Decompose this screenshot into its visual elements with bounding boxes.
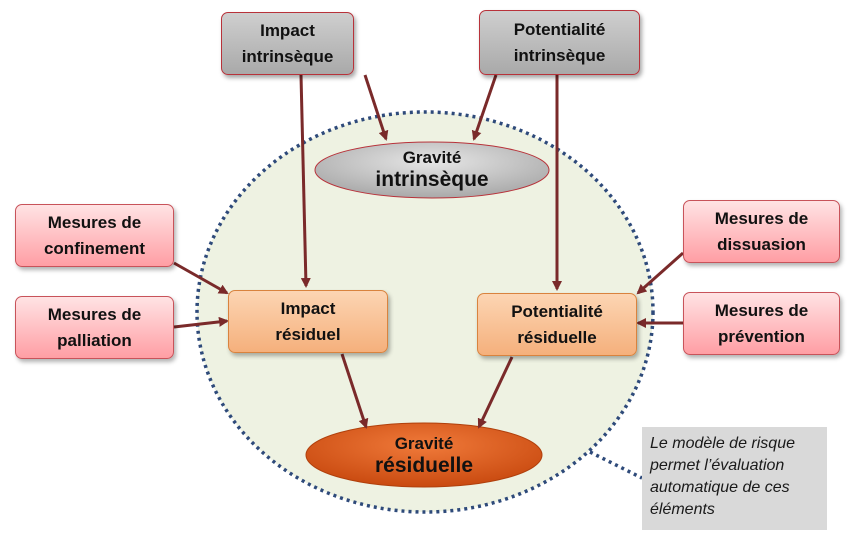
gravite-residuelle-ellipse bbox=[305, 422, 543, 488]
arrow-potentialite-residuelle-to-gravite-residuelle bbox=[477, 356, 514, 429]
impact-residuel-box: Impact résiduel bbox=[228, 290, 388, 353]
arrow-dissuasion-to-potentialite-residuelle bbox=[636, 251, 684, 295]
mesures-prevention-label: Mesures de prévention bbox=[714, 300, 809, 346]
gravite-residuelle-line2: résiduelle bbox=[374, 454, 474, 477]
potentialite-residuelle-label: Potentialité résiduelle bbox=[511, 301, 603, 347]
arrow-impact-to-impact-residuel bbox=[299, 74, 311, 288]
impact-intrinseque-label: Impact intrinsèque bbox=[241, 20, 334, 66]
arrow-confinement-to-impact-residuel bbox=[173, 261, 229, 295]
impact-intrinseque-box: Impact intrinsèque bbox=[221, 12, 354, 75]
arrow-potentialite-to-gravite-intrinseque bbox=[471, 74, 498, 141]
mesures-confinement-box: Mesures de confinement bbox=[15, 204, 174, 267]
gravite-residuelle-label: Gravité résiduelle bbox=[306, 425, 542, 487]
gravite-intrinseque-line1: Gravité bbox=[402, 148, 462, 167]
arrow-impact-residuel-to-gravite-residuelle bbox=[340, 353, 369, 429]
arrow-palliation-to-impact-residuel bbox=[173, 316, 229, 329]
gravite-intrinseque-ellipse bbox=[314, 141, 550, 199]
potentialite-residuelle-box: Potentialité résiduelle bbox=[477, 293, 637, 356]
note-connector bbox=[589, 450, 643, 480]
scope-circle bbox=[195, 110, 655, 514]
gravite-intrinseque-line2: intrinsèque bbox=[375, 168, 489, 191]
mesures-dissuasion-box: Mesures de dissuasion bbox=[683, 200, 840, 263]
potentialite-intrinseque-box: Potentialité intrinsèque bbox=[479, 10, 640, 75]
mesures-palliation-label: Mesures de palliation bbox=[47, 304, 142, 350]
impact-residuel-label: Impact résiduel bbox=[275, 298, 341, 344]
mesures-prevention-box: Mesures de prévention bbox=[683, 292, 840, 355]
gravite-residuelle-line1: Gravité bbox=[394, 434, 454, 453]
note-box: Le modèle de risque permet l’évaluation … bbox=[642, 427, 827, 530]
potentialite-intrinseque-label: Potentialité intrinsèque bbox=[513, 19, 606, 65]
gravite-intrinseque-label: Gravité intrinsèque bbox=[315, 142, 549, 198]
arrows bbox=[173, 74, 684, 429]
mesures-palliation-box: Mesures de palliation bbox=[15, 296, 174, 359]
mesures-dissuasion-label: Mesures de dissuasion bbox=[714, 208, 809, 254]
arrow-impact-to-gravite-intrinseque bbox=[363, 74, 389, 141]
mesures-confinement-label: Mesures de confinement bbox=[43, 212, 146, 258]
